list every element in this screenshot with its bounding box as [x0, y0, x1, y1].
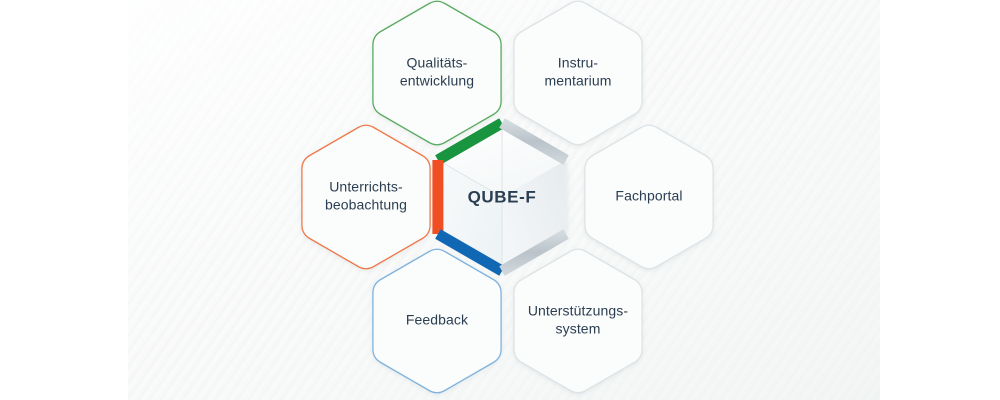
hexagon-label-unterstuetzungssystem-line2: system — [556, 321, 601, 337]
center-cube[interactable]: QUBE-F — [432, 118, 572, 276]
hexagon-feedback[interactable]: Feedback — [372, 248, 502, 394]
hexagon-label-unterrichtsbeobachtung-line1: Unterrichts- — [329, 179, 403, 195]
center-top-left-edge — [435, 118, 505, 165]
hexagon-label-unterrichtsbeobachtung-line2: beobachtung — [325, 197, 407, 213]
hexagon-shape-qualitaetsentwicklung — [372, 0, 502, 146]
hexagon-unterrichtsbeobachtung[interactable]: Unterrichts-beobachtung — [301, 124, 431, 270]
center-label: QUBE-F — [468, 187, 537, 206]
hexagon-unterstuetzungssystem[interactable]: Unterstützungs-system — [513, 248, 643, 394]
hexagon-label-instrumentarium-line2: mentarium — [544, 73, 611, 89]
hexagon-label-qualitaetsentwicklung-line1: Qualitäts- — [407, 55, 468, 71]
hexagon-qualitaetsentwicklung[interactable]: Qualitäts-entwicklung — [372, 0, 502, 146]
hexagon-shape-unterstuetzungssystem — [513, 248, 643, 394]
hexagon-shape-feedback — [372, 248, 502, 394]
hexagon-fachportal[interactable]: Fachportal — [584, 124, 714, 270]
cube-face-left — [437, 160, 502, 271]
hexagon-label-qualitaetsentwicklung-line2: entwicklung — [400, 73, 474, 89]
hexagon-shape-unterrichtsbeobachtung — [301, 124, 431, 270]
hexagon-label-instrumentarium-line1: Instru- — [558, 55, 599, 71]
hexagon-label-feedback: Feedback — [406, 312, 469, 328]
hexagon-instrumentarium[interactable]: Instru-mentarium — [513, 0, 643, 146]
center-top-right-edge — [499, 118, 569, 165]
hexagon-label-unterstuetzungssystem-line1: Unterstützungs- — [528, 303, 629, 319]
cube-inner-edge-3 — [437, 159, 503, 198]
hexagon-label-fachportal: Fachportal — [615, 188, 682, 204]
center-bottom-left-edge — [435, 229, 505, 276]
hexagon-ring: Qualitäts-entwicklungInstru-mentariumUnt… — [301, 0, 714, 394]
hexagon-shape-instrumentarium — [513, 0, 643, 146]
hexagon-shape-fachportal — [584, 124, 714, 270]
center-bottom-right-edge — [499, 229, 569, 276]
